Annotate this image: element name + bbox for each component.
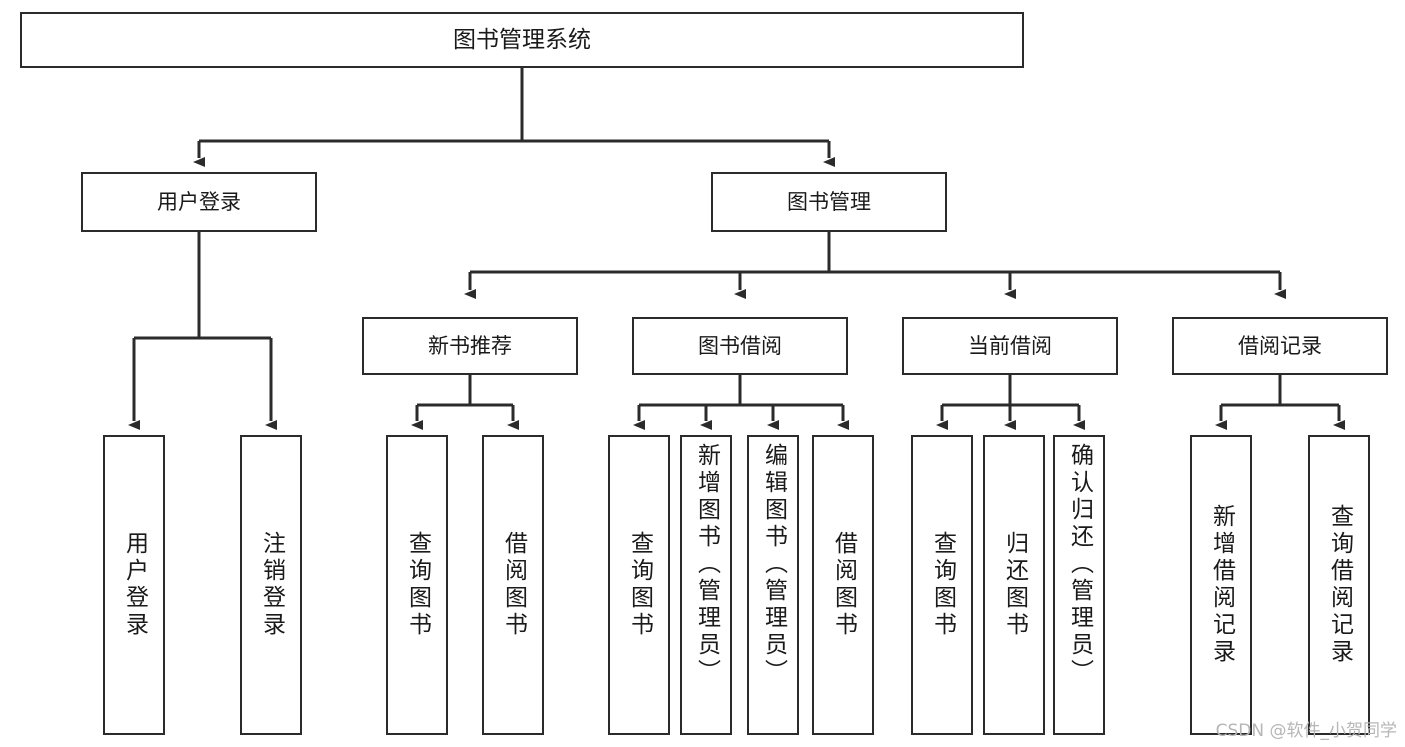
- leaf-rec-borrow-label: 借阅图书: [500, 531, 527, 639]
- leaf-user-logout-label: 注销登录: [258, 531, 285, 639]
- node-root[interactable]: 图书管理系统: [20, 12, 1024, 68]
- leaf-cur-query[interactable]: 查询图书: [911, 435, 973, 735]
- leaf-user-login[interactable]: 用户登录: [103, 435, 165, 735]
- leaf-brw-query[interactable]: 查询图书: [608, 435, 670, 735]
- leaf-cur-return-label: 归还图书: [1001, 531, 1028, 639]
- node-borrow-record-label: 借阅记录: [1238, 333, 1322, 358]
- leaf-cur-query-label: 查询图书: [929, 531, 956, 639]
- leaf-rec-search-label: 查询借阅记录: [1326, 504, 1353, 666]
- leaf-brw-lend[interactable]: 借阅图书: [812, 435, 874, 735]
- leaf-cur-confirm-label: 确认归还（管理员）: [1066, 443, 1093, 686]
- node-book-manage-label: 图书管理: [787, 189, 871, 214]
- leaf-rec-add[interactable]: 新增借阅记录: [1190, 435, 1252, 735]
- leaf-brw-add[interactable]: 新增图书（管理员）: [680, 435, 732, 735]
- leaf-user-logout[interactable]: 注销登录: [240, 435, 302, 735]
- node-borrow-record[interactable]: 借阅记录: [1172, 317, 1388, 375]
- leaf-rec-borrow[interactable]: 借阅图书: [482, 435, 544, 735]
- csdn-watermark: CSDN @软件_小贺同学: [1215, 721, 1397, 741]
- leaf-cur-return[interactable]: 归还图书: [983, 435, 1045, 735]
- leaf-brw-query-label: 查询图书: [626, 531, 653, 639]
- node-book-borrow[interactable]: 图书借阅: [632, 317, 848, 375]
- leaf-rec-query-label: 查询图书: [404, 531, 431, 639]
- node-current-borrow-label: 当前借阅: [968, 333, 1052, 358]
- node-book-borrow-label: 图书借阅: [698, 333, 782, 358]
- node-user-login[interactable]: 用户登录: [81, 172, 317, 232]
- node-new-book-rec[interactable]: 新书推荐: [362, 317, 578, 375]
- leaf-rec-search[interactable]: 查询借阅记录: [1308, 435, 1370, 735]
- leaf-user-login-label: 用户登录: [121, 531, 148, 639]
- leaf-brw-edit[interactable]: 编辑图书（管理员）: [747, 435, 799, 735]
- leaf-rec-query[interactable]: 查询图书: [386, 435, 448, 735]
- leaf-brw-lend-label: 借阅图书: [830, 531, 857, 639]
- leaf-brw-edit-label: 编辑图书（管理员）: [760, 443, 787, 686]
- node-root-label: 图书管理系统: [453, 26, 591, 53]
- leaf-rec-add-label: 新增借阅记录: [1208, 504, 1235, 666]
- node-book-manage[interactable]: 图书管理: [711, 172, 947, 232]
- node-current-borrow[interactable]: 当前借阅: [902, 317, 1118, 375]
- node-user-login-label: 用户登录: [157, 189, 241, 214]
- node-new-book-rec-label: 新书推荐: [428, 333, 512, 358]
- leaf-cur-confirm[interactable]: 确认归还（管理员）: [1053, 435, 1105, 735]
- leaf-brw-add-label: 新增图书（管理员）: [693, 443, 720, 686]
